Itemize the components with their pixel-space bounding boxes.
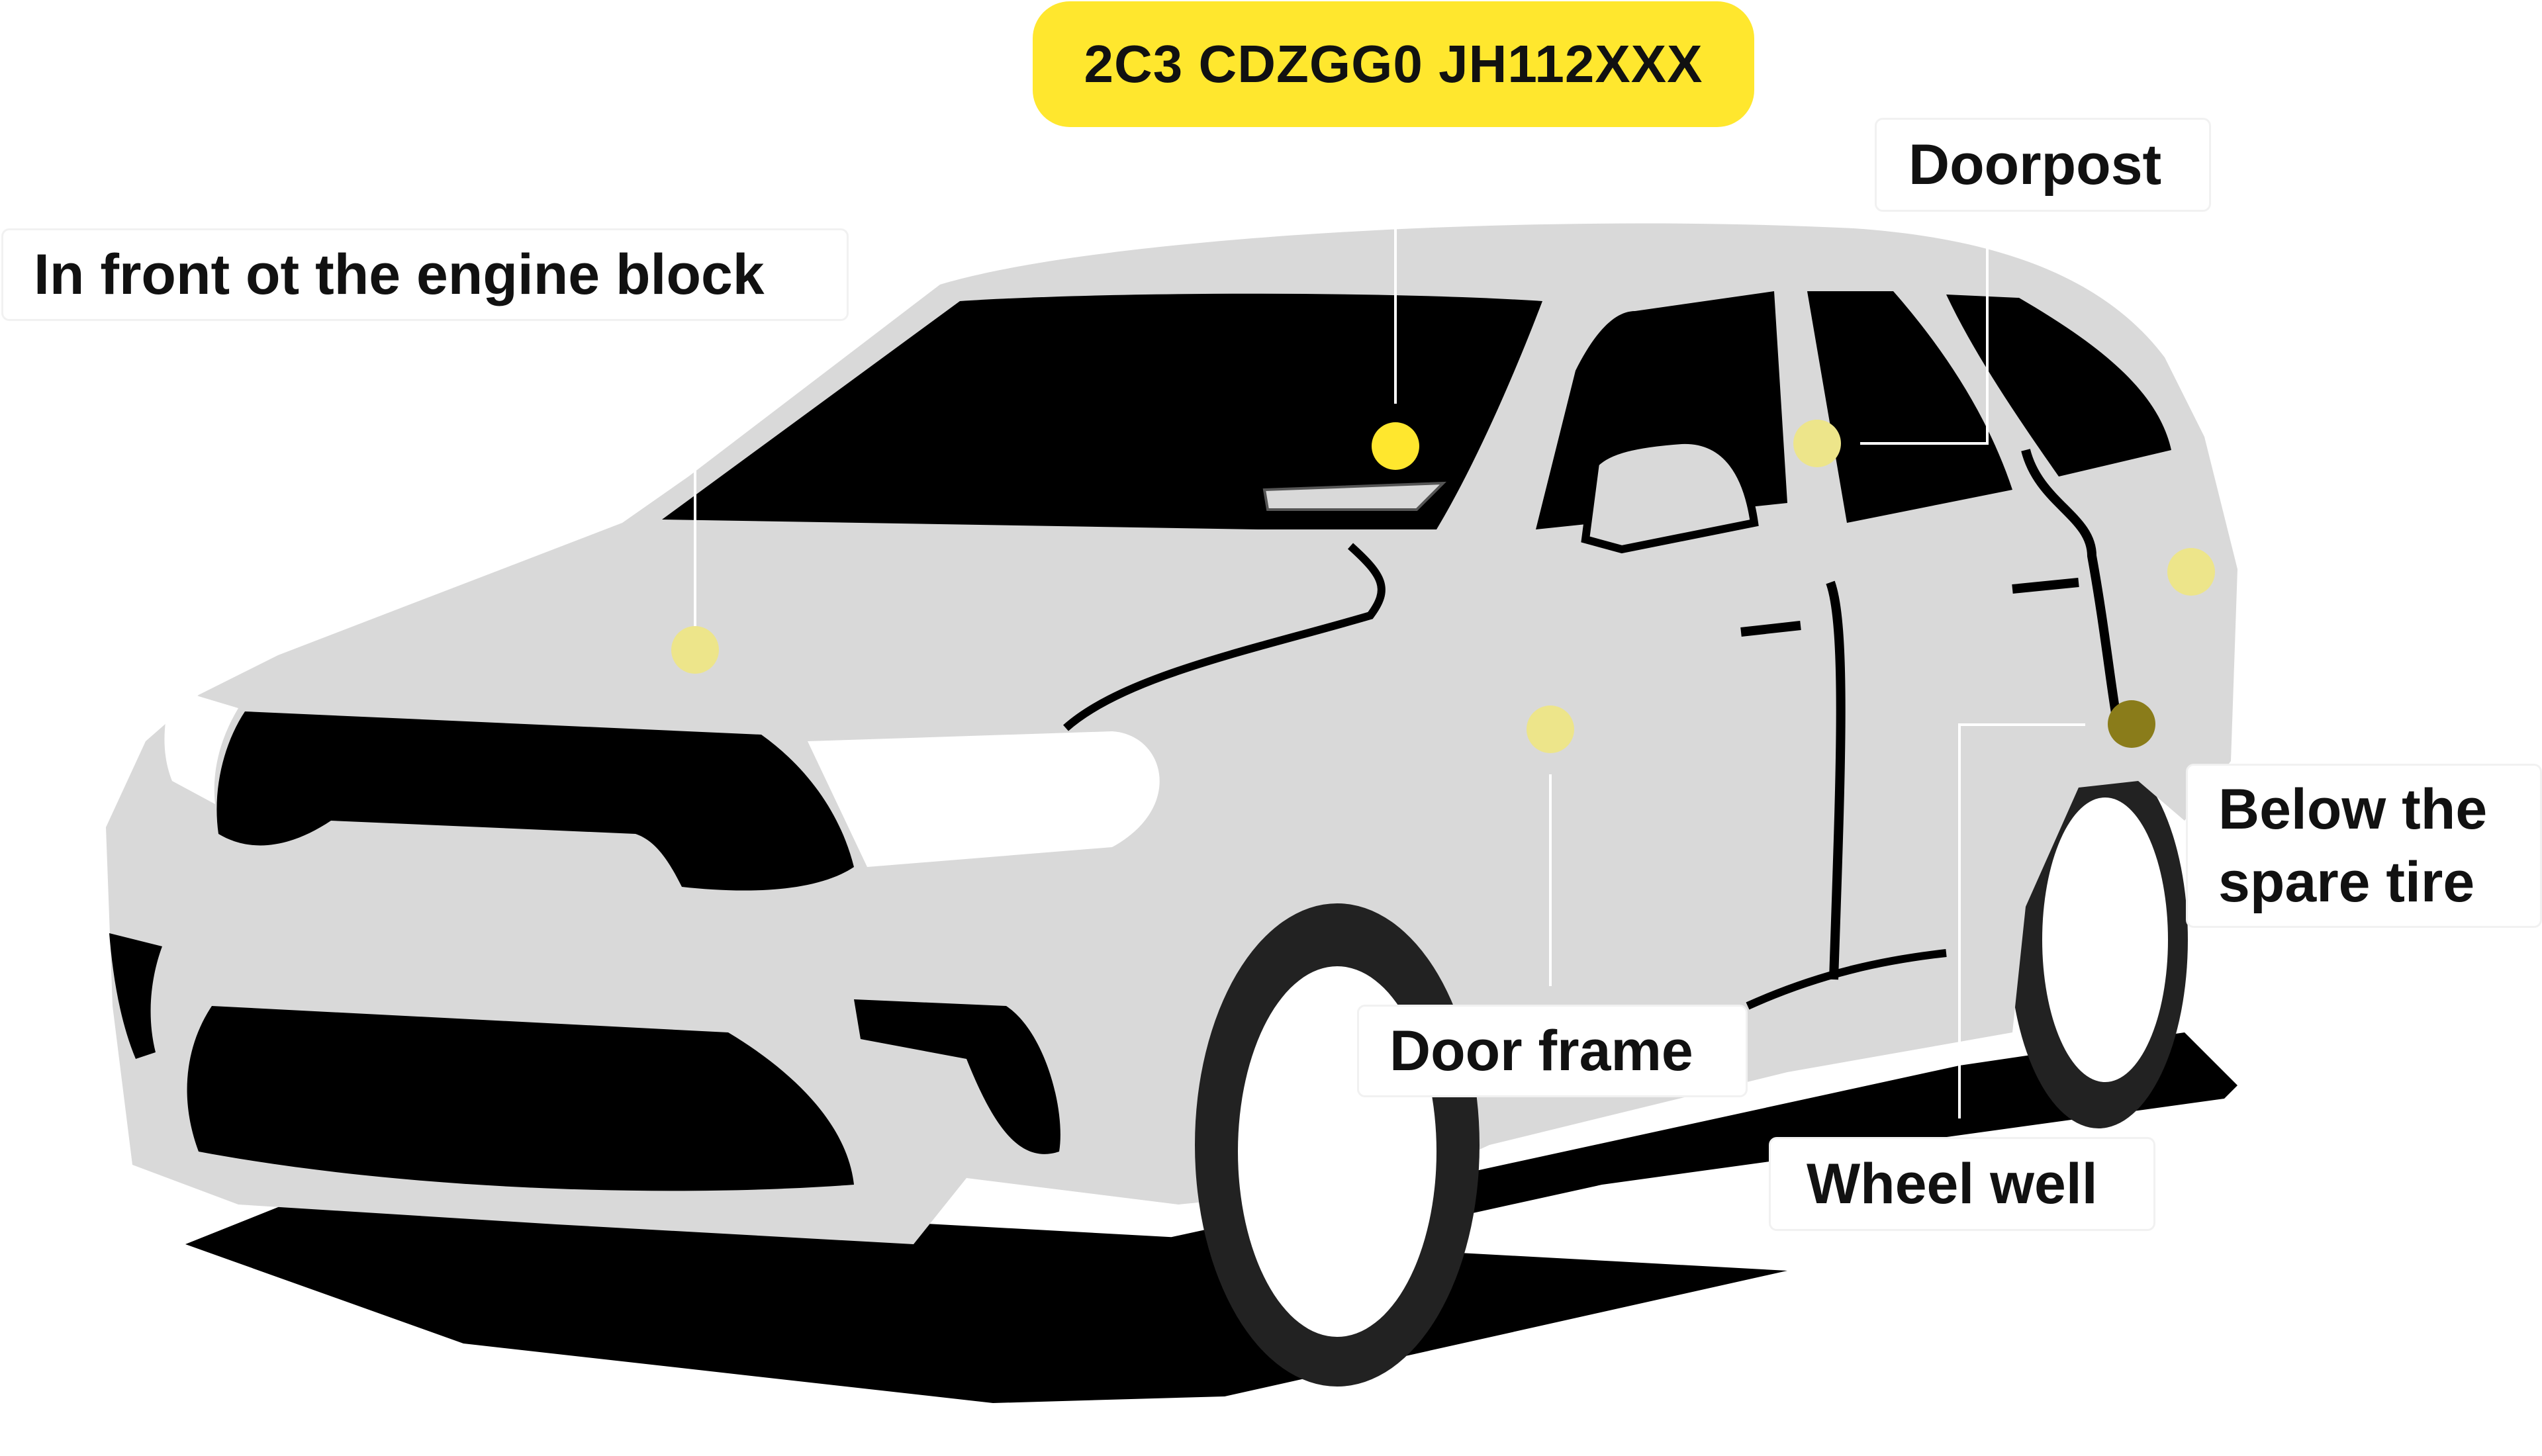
spare-tire-text-line2: spare tire <box>2218 846 2540 919</box>
front-door-handle <box>1741 625 1801 632</box>
door-frame-text: Door frame <box>1389 1015 1746 1087</box>
right-headlight <box>808 731 1160 867</box>
doorpost-label: Doorpost <box>1875 118 2211 212</box>
vin-marker <box>1372 422 1419 470</box>
spare-tire-label: Below the spare tire <box>2186 764 2542 928</box>
spare-tire-marker <box>2167 548 2215 596</box>
rear-door-handle <box>2012 582 2079 589</box>
wheel-well-marker <box>2108 700 2155 748</box>
wheel-well-label: Wheel well <box>1769 1137 2155 1231</box>
vin-number-badge: 2C3 CDZGG0 JH112XXX <box>1033 1 1754 127</box>
doorpost-text: Doorpost <box>1908 128 2209 201</box>
engine-block-marker <box>671 626 719 674</box>
spare-tire-text-line1: Below the <box>2218 773 2540 846</box>
wheel-well-text: Wheel well <box>1807 1148 2153 1220</box>
door-frame-label: Door frame <box>1357 1005 1748 1097</box>
engine-block-text: In front ot the engine block <box>34 238 847 311</box>
doorpost-marker <box>1793 420 1841 467</box>
rear-rim <box>2042 797 2168 1082</box>
engine-block-label: In front ot the engine block <box>1 228 849 321</box>
door-frame-marker <box>1527 705 1574 753</box>
